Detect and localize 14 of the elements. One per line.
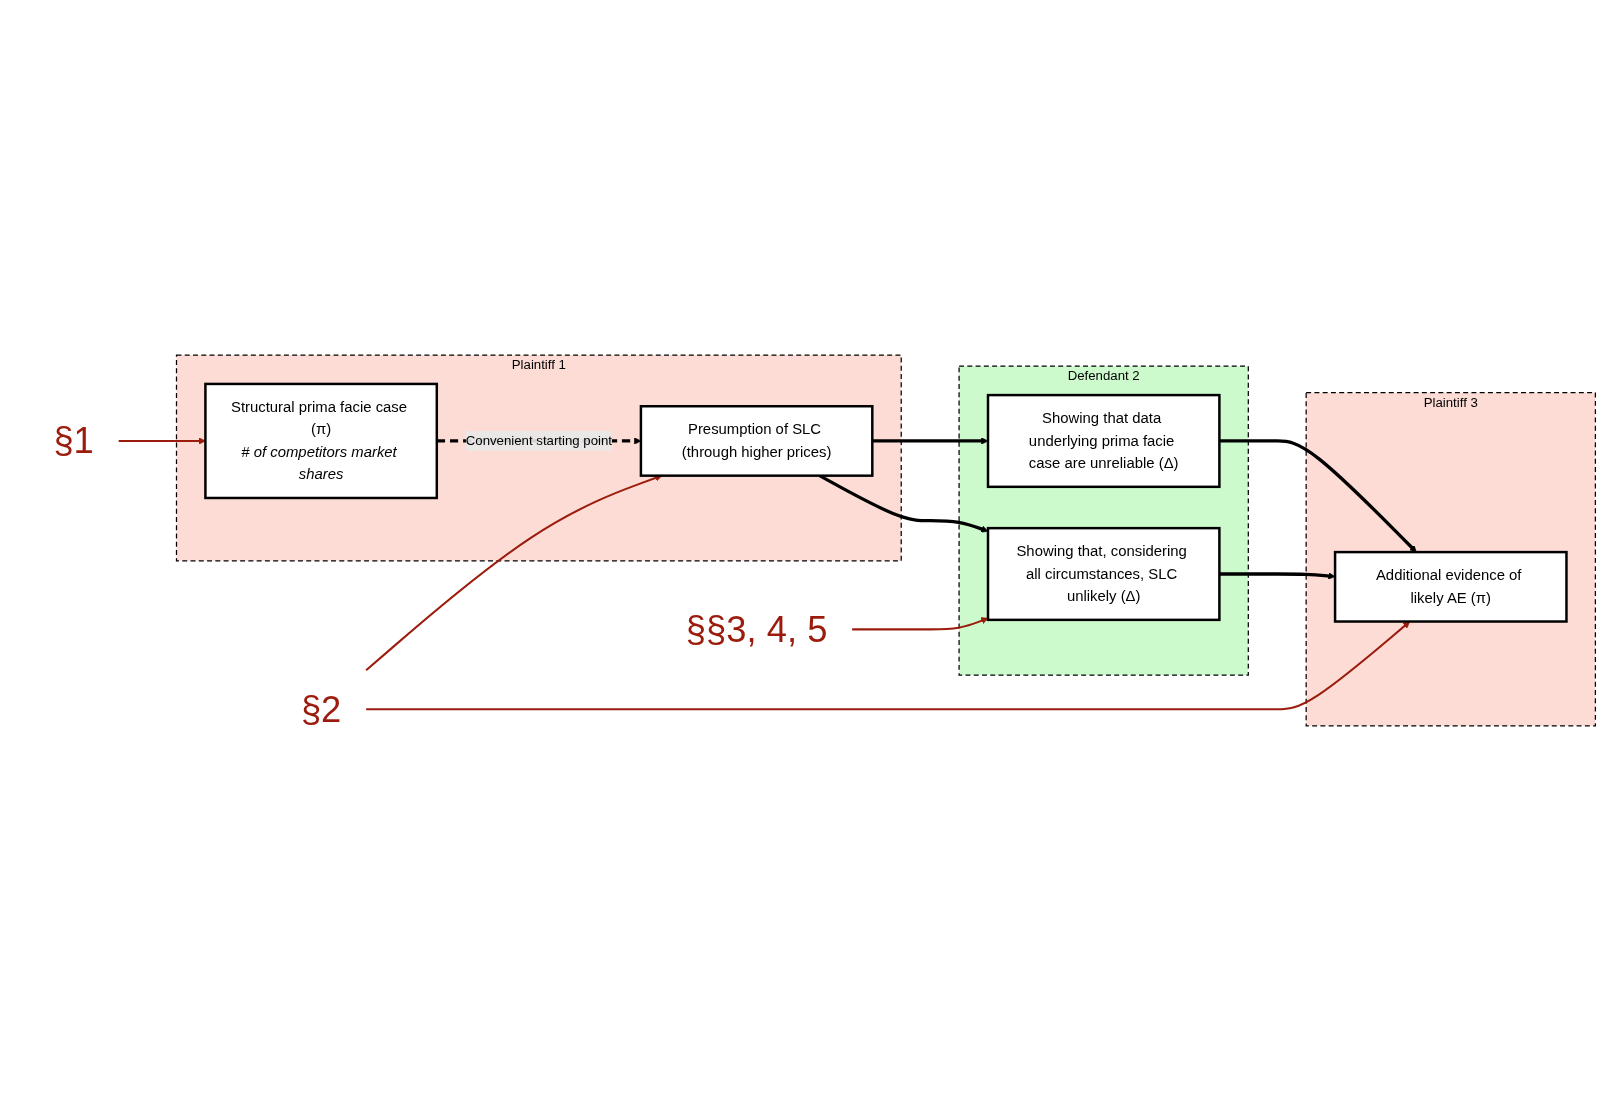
node-text: §§3, 4, 5 [685, 608, 827, 650]
arrow [871, 437, 988, 445]
node-text: §2 [300, 688, 341, 730]
node-text: §1 [52, 420, 94, 461]
arrow [1218, 439, 1417, 553]
arrow [365, 621, 1410, 711]
arrow [1218, 572, 1335, 580]
node-box: Showing that, considering all circumstances, SLC unlikely (Δ) [986, 526, 1221, 622]
node-box: Structural prima facie case (π) # of competitors market shares [203, 382, 438, 500]
arrow [851, 617, 988, 631]
node-box: Showing that data underlying prima facie case are unreliable (Δ) [986, 393, 1221, 489]
node-box: Presumption of SLC (through higher prices) [639, 405, 874, 477]
node-box: Additional evidence of likely AE (π) [1333, 550, 1568, 623]
edge-label: Convenient starting point [465, 433, 612, 448]
